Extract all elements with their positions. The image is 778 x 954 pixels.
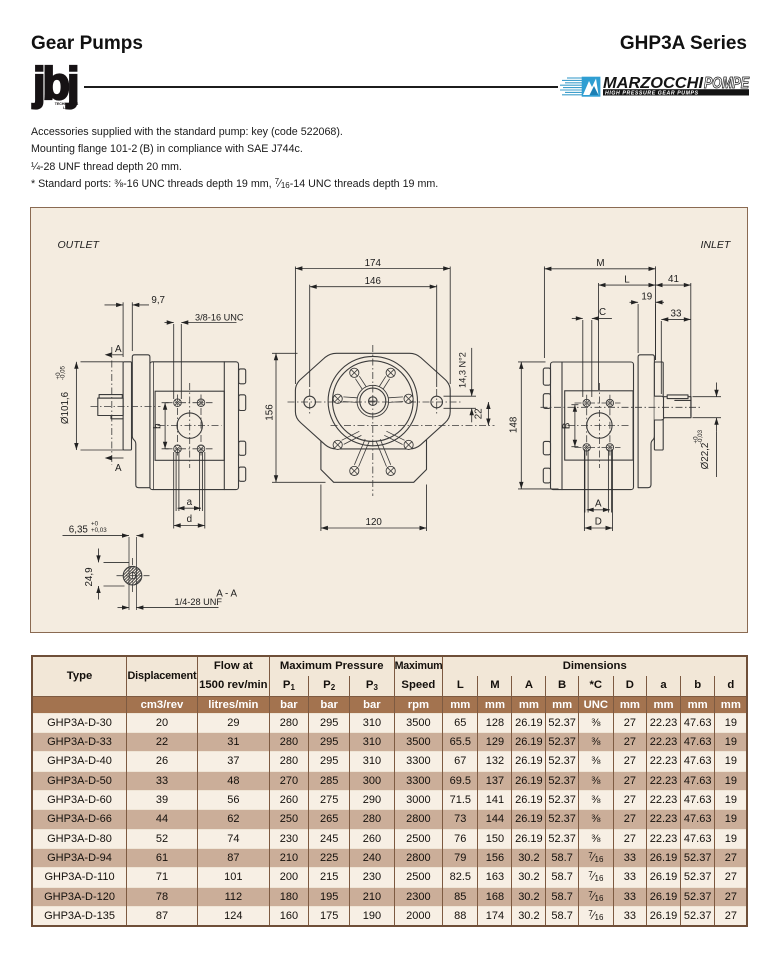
svg-text:POMPE: POMPE: [704, 75, 750, 92]
svg-text:A - A: A - A: [216, 588, 237, 599]
svg-text:148: 148: [508, 416, 519, 433]
svg-text:M: M: [596, 258, 604, 269]
svg-text:D: D: [594, 517, 601, 528]
svg-text:+0: +0: [55, 372, 62, 380]
svg-text:INLET: INLET: [700, 239, 731, 251]
svg-text:+0: +0: [692, 436, 699, 444]
svg-text:OUTLET: OUTLET: [57, 239, 100, 251]
svg-text:24,9: 24,9: [84, 567, 95, 586]
svg-text:41: 41: [668, 274, 679, 285]
svg-text:9,7: 9,7: [151, 295, 165, 306]
svg-text:1/4-28 UNF: 1/4-28 UNF: [174, 597, 222, 607]
svg-text:B: B: [561, 422, 572, 429]
svg-text:Ø101,6: Ø101,6: [60, 391, 71, 424]
svg-text:22: 22: [473, 408, 484, 419]
svg-text:HIGH PRESSURE GEAR PUMPS: HIGH PRESSURE GEAR PUMPS: [605, 90, 699, 96]
svg-text:A: A: [115, 463, 122, 474]
svg-text:6,35: 6,35: [68, 524, 88, 535]
svg-text:Ø22,2: Ø22,2: [700, 443, 711, 470]
svg-text:d: d: [186, 514, 191, 525]
svg-text:b: b: [152, 423, 163, 429]
svg-text:14,3 N°2: 14,3 N°2: [457, 352, 467, 388]
svg-text:+0: +0: [91, 520, 99, 527]
svg-text:156: 156: [264, 404, 275, 421]
svg-text:L: L: [624, 274, 630, 285]
svg-text:MARZOCCHI: MARZOCCHI: [603, 75, 704, 92]
svg-text:C: C: [598, 307, 605, 318]
svg-text:-0,05: -0,05: [59, 365, 66, 380]
svg-text:146: 146: [364, 276, 381, 287]
svg-text:A: A: [115, 344, 122, 355]
svg-text:+0,03: +0,03: [91, 527, 107, 534]
svg-text:33: 33: [670, 308, 681, 319]
svg-text:a: a: [186, 497, 192, 508]
svg-text:174: 174: [364, 258, 381, 269]
svg-text:-0,03: -0,03: [697, 429, 704, 444]
svg-text:120: 120: [365, 517, 382, 528]
svg-text:A: A: [595, 499, 602, 510]
svg-text:19: 19: [641, 292, 652, 303]
svg-text:3/8-16 UNC: 3/8-16 UNC: [195, 312, 244, 322]
